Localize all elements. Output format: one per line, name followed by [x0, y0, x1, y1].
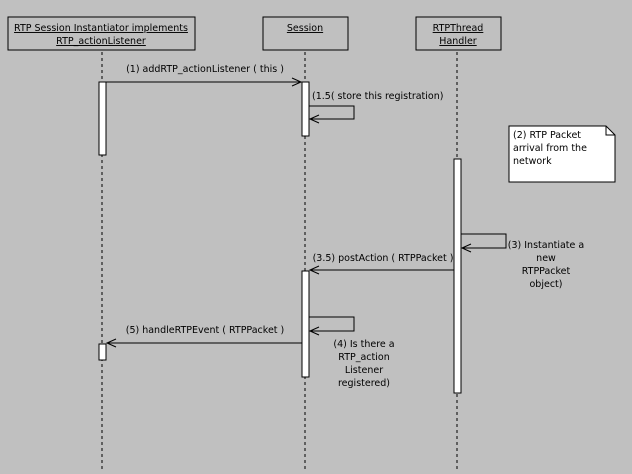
message-label: object): [530, 279, 563, 290]
activation-bar: [301, 270, 310, 378]
arrowhead: [291, 77, 303, 87]
note-packet-arrival: (2) RTP Packet arrival from the network: [508, 125, 616, 183]
participant-handler: RTPThread Handler: [415, 16, 502, 51]
participant-session: Session: [262, 16, 349, 51]
note-fold: [605, 126, 615, 136]
participant-label: Session: [287, 23, 323, 34]
message-label: (1) addRTP_actionListener ( this ): [126, 64, 284, 75]
message-arrow: [309, 316, 355, 332]
participant-box: [7, 16, 196, 51]
arrowhead: [308, 265, 320, 275]
message-1-5: (1.5( store this registration): [308, 91, 443, 124]
message-label: Listener: [345, 365, 383, 376]
note-text: (2) RTP Packet: [513, 130, 581, 141]
activation-bar: [301, 81, 310, 137]
arrowhead: [308, 114, 320, 124]
activation-bar: [98, 343, 107, 361]
message-arrow: [309, 105, 355, 120]
participant-instantiator: RTP Session Instantiator implements RTP_…: [7, 16, 196, 51]
activation-bar: [98, 81, 107, 156]
message-3-5: (3.5) postAction ( RTPPacket ): [308, 253, 454, 275]
message-3: (3) Instantiate a new RTPPacket object): [460, 233, 584, 290]
message-label: (3) Instantiate a: [508, 240, 584, 251]
participant-label: Handler: [439, 36, 477, 47]
message-label: (1.5( store this registration): [312, 91, 443, 102]
message-label: RTPPacket: [522, 266, 571, 277]
message-label: new: [536, 253, 556, 264]
note-text: arrival from the: [513, 143, 587, 154]
message-label: (3.5) postAction ( RTPPacket ): [313, 253, 454, 264]
message-1: (1) addRTP_actionListener ( this ): [106, 64, 303, 87]
participant-box: [262, 16, 349, 51]
message-arrow: [461, 233, 507, 249]
note-text: network: [513, 156, 552, 167]
message-label: RTP_action: [338, 352, 389, 363]
participant-box: [415, 16, 502, 51]
arrowhead: [460, 243, 472, 253]
arrowhead: [308, 326, 320, 336]
arrowhead: [105, 338, 117, 348]
message-4: (4) Is there a RTP_action Listener regis…: [308, 316, 395, 389]
message-label: (5) handleRTPEvent ( RTPPacket ): [126, 325, 285, 336]
participant-label: RTP_actionListener: [56, 36, 146, 47]
participant-label: RTPThread: [433, 23, 484, 34]
message-label: (4) Is there a: [333, 339, 394, 350]
activation-bar: [453, 158, 462, 394]
message-label: registered): [338, 378, 390, 389]
note-box: [508, 125, 616, 183]
message-5: (5) handleRTPEvent ( RTPPacket ): [105, 325, 302, 348]
participant-label: RTP Session Instantiator implements: [14, 23, 188, 34]
